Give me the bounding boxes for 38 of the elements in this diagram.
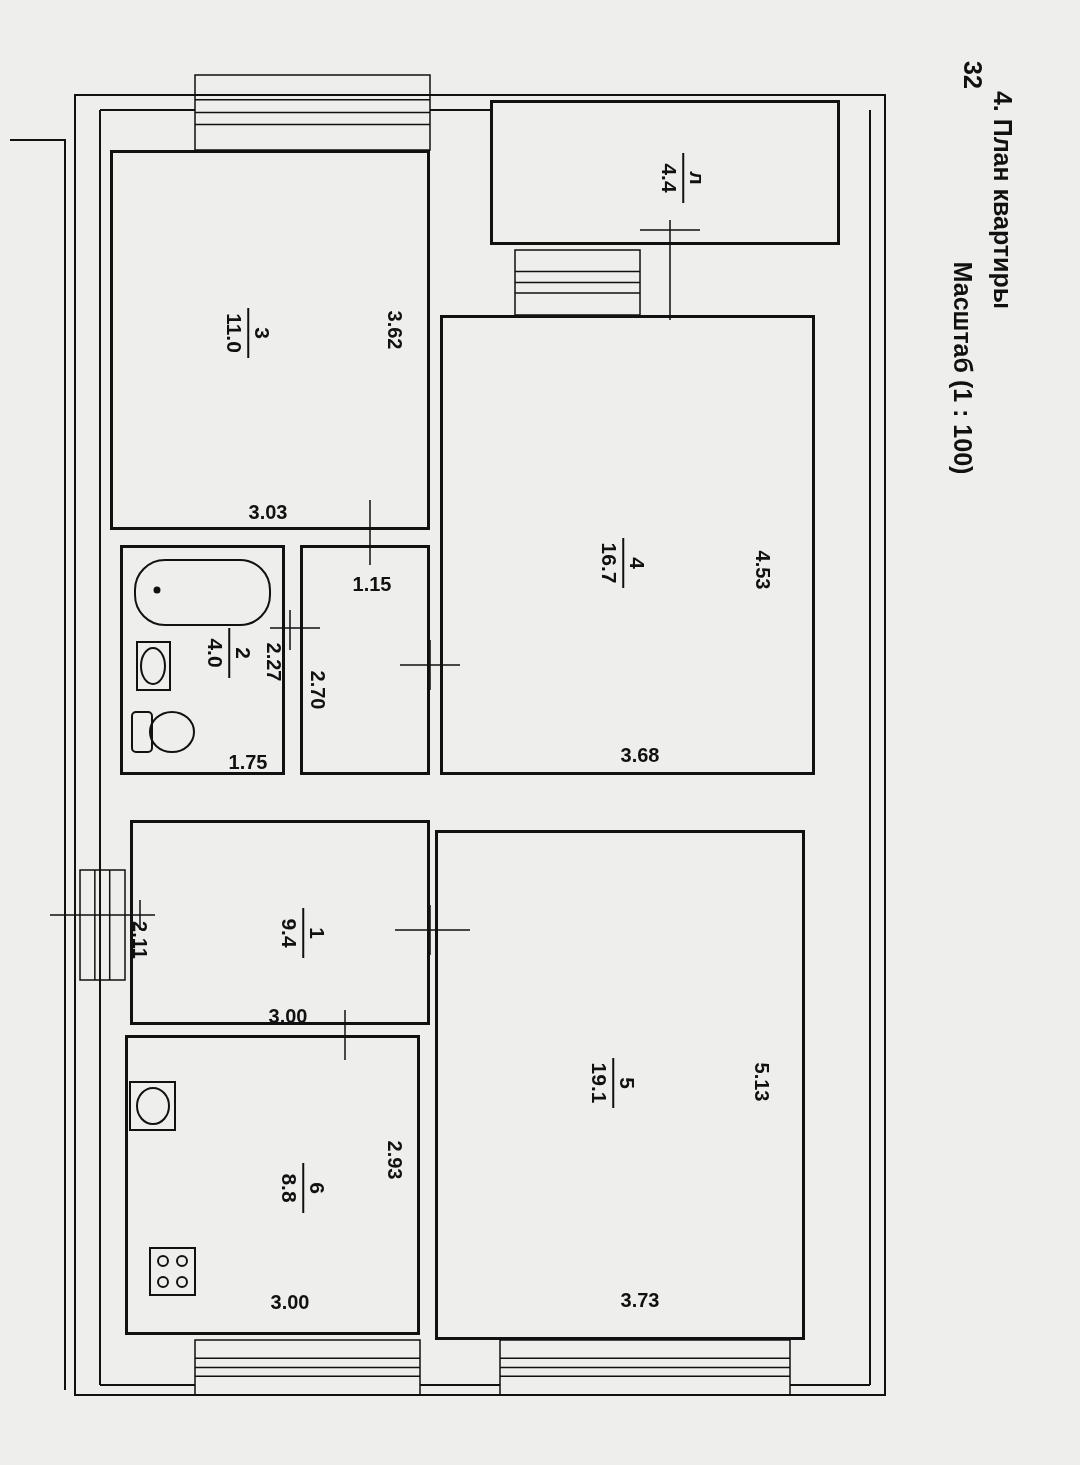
room (110, 150, 430, 530)
room (120, 545, 285, 775)
room-number: л (685, 171, 711, 185)
room (490, 100, 840, 245)
dimension-label: 2.11 (128, 921, 152, 959)
corridor (300, 545, 430, 775)
dimension-label: 1.75 (228, 750, 268, 775)
room-number: 3 (250, 327, 276, 339)
room (130, 820, 430, 1025)
room (435, 830, 805, 1340)
room (440, 315, 815, 775)
room-area: 4.4 (655, 163, 682, 193)
room-number: 4 (625, 557, 651, 569)
dimension-label: 3.73 (620, 1288, 660, 1313)
room-area: 9.4 (275, 918, 302, 948)
room-area: 8.8 (275, 1173, 302, 1203)
dimension-label: 4.53 (751, 550, 775, 590)
room-number: 2 (231, 647, 257, 659)
dimension-label: 2.27 (262, 642, 286, 682)
room (125, 1035, 420, 1335)
scale-note: Масштаб (1 : 100) (947, 261, 978, 475)
dimension-label: 3.62 (383, 310, 407, 350)
dimension-label: 5.13 (750, 1062, 774, 1102)
title: 4. План квартиры (987, 90, 1018, 310)
room-area: 19.1 (585, 1062, 612, 1104)
dimension-label: 1.15 (352, 572, 392, 597)
page-number: 32 (957, 61, 988, 89)
dimension-label: 3.68 (620, 743, 660, 768)
room-number: 1 (305, 927, 331, 939)
room-area: 4.0 (201, 638, 228, 668)
dimension-label: 2.70 (306, 670, 330, 710)
dimension-label: 2.93 (383, 1140, 407, 1180)
dimension-label: 3.00 (270, 1290, 310, 1315)
room-number: 5 (615, 1077, 641, 1089)
dimension-label: 3.03 (248, 500, 288, 525)
room-area: 11.0 (220, 313, 247, 353)
room-area: 16.7 (595, 542, 622, 584)
room-number: 6 (305, 1182, 331, 1194)
